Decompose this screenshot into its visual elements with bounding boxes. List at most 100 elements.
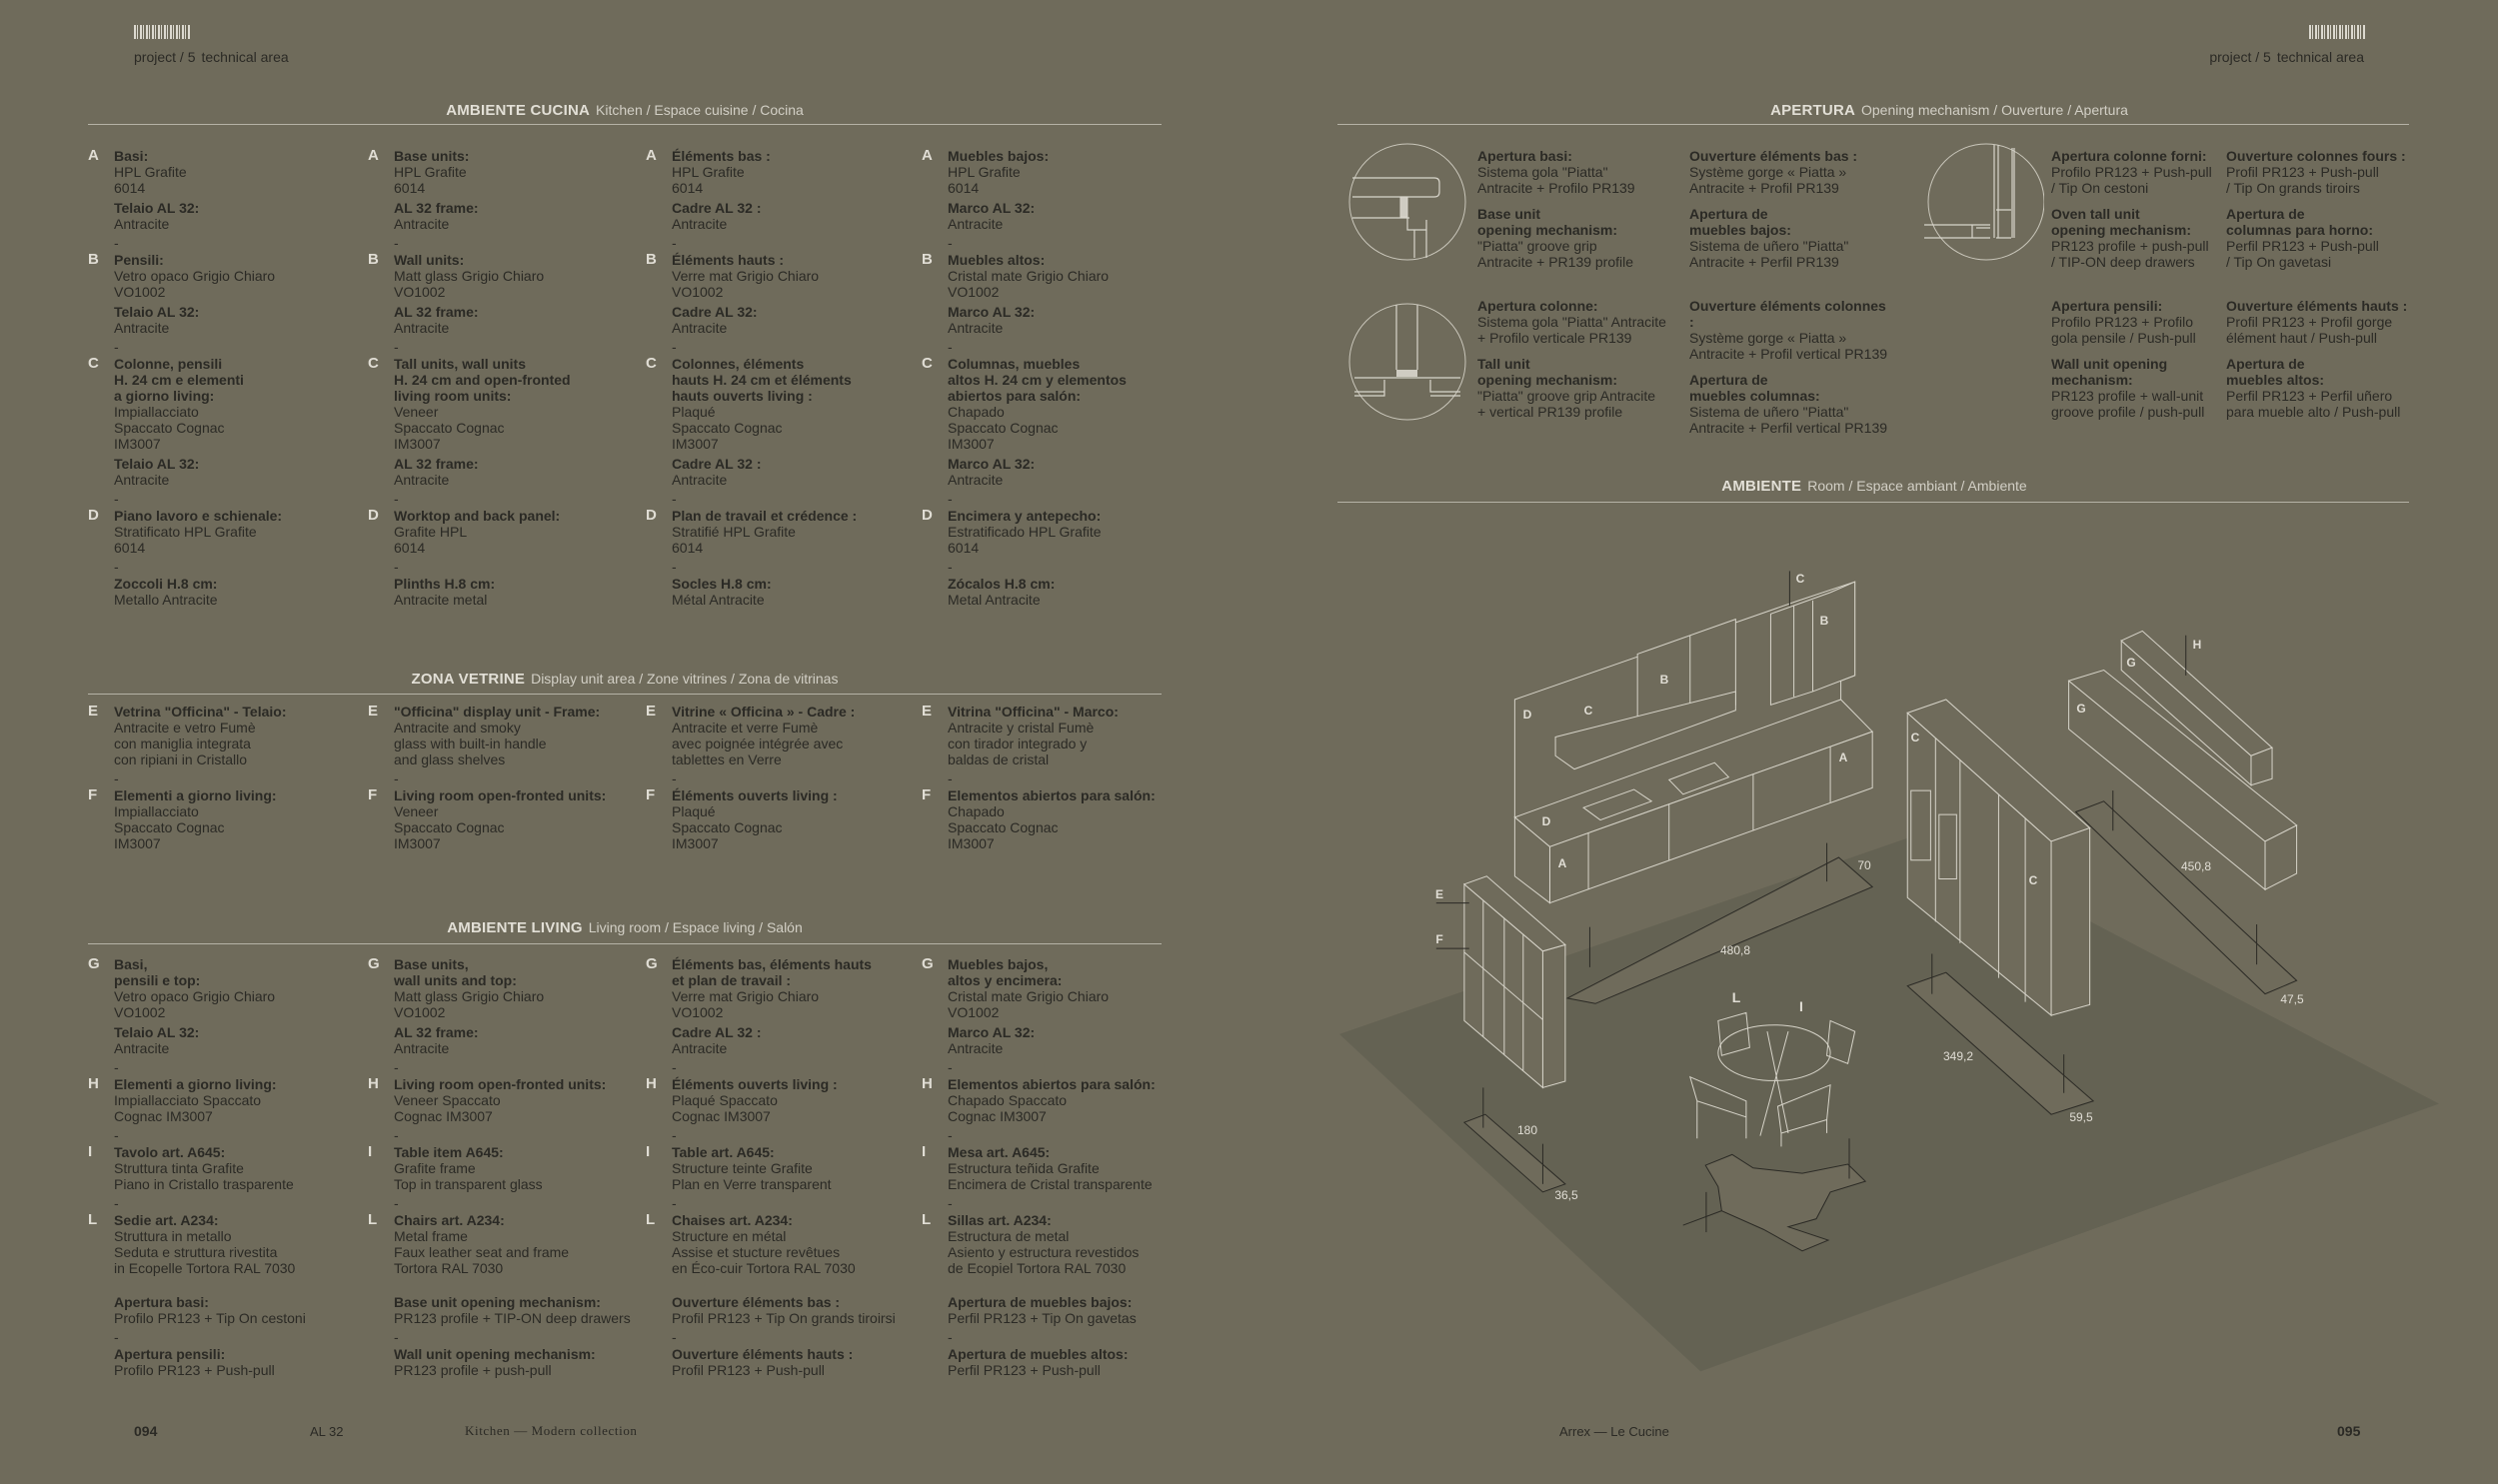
spec-value: Système gorge « Piatta » Antracite + Pro… — [1689, 164, 1847, 196]
spec-value: HPL Grafite 6014 — [114, 164, 187, 196]
section-title: AMBIENTE — [1721, 478, 1802, 495]
spec-block: Zócalos H.8 cm:Metal Antracite — [948, 576, 1192, 608]
spec-value: Antracite — [672, 1040, 728, 1056]
spec-label: Sedie art. A234: — [114, 1212, 219, 1228]
spec-block: Elementos abiertos para salón:Chapado Sp… — [948, 787, 1192, 851]
spec-label: AL 32 frame: — [394, 200, 479, 216]
spec-block: Ouverture éléments hauts :Profil PR123 +… — [672, 1346, 916, 1378]
spec-value: Antracite — [948, 1040, 1004, 1056]
spec-label: Elementos abiertos para salón: — [948, 787, 1156, 803]
spec-block: Zoccoli H.8 cm:Metallo Antracite — [114, 576, 358, 608]
spec-value: "Piatta" groove grip Antracite + PR139 p… — [1477, 238, 1634, 270]
drawing-label: I — [1799, 998, 1803, 1014]
spec-value: Struttura tinta Grafite Piano in Cristal… — [114, 1160, 294, 1192]
section-title: AMBIENTE LIVING — [447, 919, 583, 936]
spec-label: Table art. A645: — [672, 1144, 775, 1160]
drawing-label: H — [2192, 638, 2202, 652]
divider — [88, 694, 1162, 695]
spec-value: Antracite — [948, 320, 1004, 336]
spec-value: Métal Antracite — [672, 592, 765, 608]
spec-value: Estructura de metal Asiento y estructura… — [948, 1228, 1140, 1276]
tall-unit-profile-detail — [1348, 303, 1466, 421]
spec-value: Antracite metal — [394, 592, 488, 608]
spec-value: Antracite — [114, 1040, 170, 1056]
spec-block: Sedie art. A234:Struttura in metallo Sed… — [114, 1212, 358, 1276]
spec-value: Sistema gola "Piatta" Antracite + Profil… — [1477, 164, 1635, 196]
spec-block: Apertura colonne:Sistema gola "Piatta" A… — [1477, 298, 1677, 346]
spec-block: Colonnes, éléments hauts H. 24 cm et élé… — [672, 356, 916, 452]
spec-value: Perfil PR123 + Push-pull — [948, 1362, 1101, 1378]
spec-block: Éléments hauts :Verre mat Grigio Chiaro … — [672, 252, 916, 300]
collection-code: AL 32 — [310, 1424, 344, 1439]
spec-label: Basi, pensili e top: — [114, 956, 201, 988]
separator-dash: - — [114, 770, 119, 786]
opening-spec: Ouverture éléments colonnes :Système gor… — [1689, 298, 1889, 446]
spec-block: Ouverture éléments hauts :Profil PR123 +… — [2226, 298, 2426, 346]
area-label: technical area — [2276, 49, 2364, 65]
section-title: APERTURA — [1770, 102, 1856, 119]
spec-label: AL 32 frame: — [394, 1024, 479, 1040]
item-letter: I — [646, 1143, 651, 1160]
spec-block: Elementi a giorno living:Impiallacciato … — [114, 787, 358, 851]
spec-label: Basi: — [114, 148, 149, 164]
spec-value: Antracite — [672, 216, 728, 232]
spec-label: Vitrine « Officina » - Cadre : — [672, 704, 856, 720]
item-letter: F — [368, 786, 378, 803]
spec-item: Apertura de muebles bajos:Perfil PR123 +… — [922, 1294, 1192, 1378]
item-letter: B — [88, 251, 99, 268]
spec-label: Telaio AL 32: — [114, 304, 200, 320]
spec-item: Base unit opening mechanism:PR123 profil… — [368, 1294, 638, 1378]
spec-label: Socles H.8 cm: — [672, 576, 772, 592]
item-letter: C — [646, 355, 657, 372]
spec-block: Piano lavoro e schienale:Stratificato HP… — [114, 508, 358, 556]
spec-value: Système gorge « Piatta » Antracite + Pro… — [1689, 330, 1888, 362]
spec-block: Tall unit opening mechanism:"Piatta" gro… — [1477, 356, 1677, 420]
spec-label: Tall units, wall units H. 24 cm and open… — [394, 356, 571, 404]
spec-block: Muebles bajos, altos y encimera:Cristal … — [948, 956, 1192, 1020]
dining-table — [1718, 1025, 1830, 1081]
section-subtitle: Display unit area / Zone vitrines / Zona… — [531, 671, 839, 687]
opening-spec: Ouverture colonnes fours :Profil PR123 +… — [2226, 148, 2426, 280]
separator-dash: - — [948, 1195, 953, 1211]
spec-label: Éléments ouverts living : — [672, 787, 838, 803]
spec-column: E"Officina" display unit - Frame:Antraci… — [368, 704, 638, 855]
spec-label: Ouverture éléments bas : — [1689, 148, 1858, 164]
separator-dash: - — [114, 1195, 119, 1211]
separator-dash: - — [114, 559, 119, 575]
spec-block: Ouverture éléments colonnes :Système gor… — [1689, 298, 1889, 362]
item-letter: G — [922, 955, 934, 972]
spec-label: Table item A645: — [394, 1144, 504, 1160]
spec-value: Cristal mate Grigio Chiaro VO1002 — [948, 268, 1110, 300]
spec-value: Antracite — [394, 320, 450, 336]
item-letter: L — [368, 1211, 378, 1228]
spec-value: Struttura in metallo Seduta e struttura … — [114, 1228, 296, 1276]
separator-dash: - — [672, 1059, 677, 1075]
spacer — [672, 1280, 916, 1294]
spec-label: Marco AL 32: — [948, 1024, 1036, 1040]
spec-label: Cadre AL 32: — [672, 304, 758, 320]
item-letter: E — [368, 703, 379, 720]
dimension-arrows — [1436, 571, 2257, 1232]
separator-dash: - — [672, 559, 677, 575]
sink — [1669, 762, 1729, 794]
section-title: AMBIENTE CUCINA — [446, 102, 591, 119]
spec-label: Ouverture éléments colonnes : — [1689, 298, 1886, 330]
drawing-label: C — [1583, 704, 1593, 718]
spec-block: Apertura de columnas para horno:Perfil P… — [2226, 206, 2426, 270]
spec-value: Antracite — [394, 216, 450, 232]
